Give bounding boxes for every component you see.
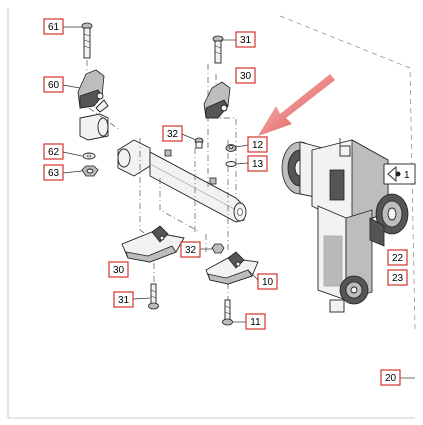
bolt-11 (222, 299, 233, 326)
callout-62-label: 62 (48, 147, 60, 158)
leader-lines (62, 26, 415, 379)
bolt-31-bottom (148, 283, 159, 310)
callout-23[interactable]: 23 (387, 269, 408, 286)
callout-31-top-label: 31 (240, 35, 252, 46)
nut-63 (81, 165, 99, 177)
callout-31-bottom-label: 31 (118, 295, 130, 306)
callout-22-label: 22 (392, 253, 404, 264)
axis-line (159, 178, 201, 233)
callout-30-bottom[interactable]: 30 (108, 261, 129, 278)
bracket-10 (205, 251, 259, 285)
callout-20[interactable]: 20 (380, 369, 401, 386)
callout-60[interactable]: 60 (43, 76, 64, 93)
bracket-30-top (203, 81, 231, 119)
callout-11[interactable]: 11 (245, 313, 266, 330)
callout-30-bottom-label: 30 (113, 265, 125, 276)
assembly-frame (279, 15, 416, 331)
callout-10-label: 10 (262, 277, 274, 288)
axis-line (139, 138, 171, 251)
callout-30-top[interactable]: 30 (235, 67, 256, 84)
callout-32-top-label: 32 (167, 129, 179, 140)
callout-62[interactable]: 62 (43, 143, 64, 160)
callout-13[interactable]: 13 (247, 155, 268, 172)
callout-30-top-label: 30 (240, 71, 252, 82)
callout-60-label: 60 (48, 80, 60, 91)
bracket-60 (77, 69, 109, 113)
callout-1-label: 1 (404, 170, 410, 181)
bolt-61 (81, 22, 93, 59)
nut-12 (225, 144, 237, 152)
callout-1[interactable]: 1 (383, 163, 416, 185)
nut-32-bottom (211, 243, 225, 254)
callout-20-label: 20 (385, 373, 397, 384)
callout-12[interactable]: 12 (247, 136, 268, 153)
callout-63-label: 63 (48, 168, 60, 179)
main-shaft (117, 139, 247, 223)
grease-nipple-32 (194, 137, 204, 149)
callout-61[interactable]: 61 (43, 18, 64, 35)
callout-13-label: 13 (252, 159, 264, 170)
callout-32-top[interactable]: 32 (162, 125, 183, 142)
view-marker-dot-icon (395, 171, 401, 177)
sleeve (79, 113, 109, 141)
callout-61-label: 61 (48, 22, 60, 33)
pointer-arrow (258, 74, 335, 136)
gearbox-assembly (281, 138, 409, 313)
callout-22[interactable]: 22 (387, 249, 408, 266)
washer-13 (225, 161, 237, 167)
callout-63[interactable]: 63 (43, 164, 64, 181)
callout-32-bottom-label: 32 (185, 245, 197, 256)
bolt-31-top (212, 35, 224, 64)
axis-line (88, 107, 121, 131)
callout-12-label: 12 (252, 140, 264, 151)
callout-31-top[interactable]: 31 (235, 31, 256, 48)
callout-10[interactable]: 10 (257, 273, 278, 290)
callout-11-label: 11 (250, 317, 261, 328)
callout-32-bottom[interactable]: 32 (180, 241, 201, 258)
callout-31-bottom[interactable]: 31 (113, 291, 134, 308)
bracket-30-bottom (121, 225, 185, 263)
callout-23-label: 23 (392, 273, 404, 284)
